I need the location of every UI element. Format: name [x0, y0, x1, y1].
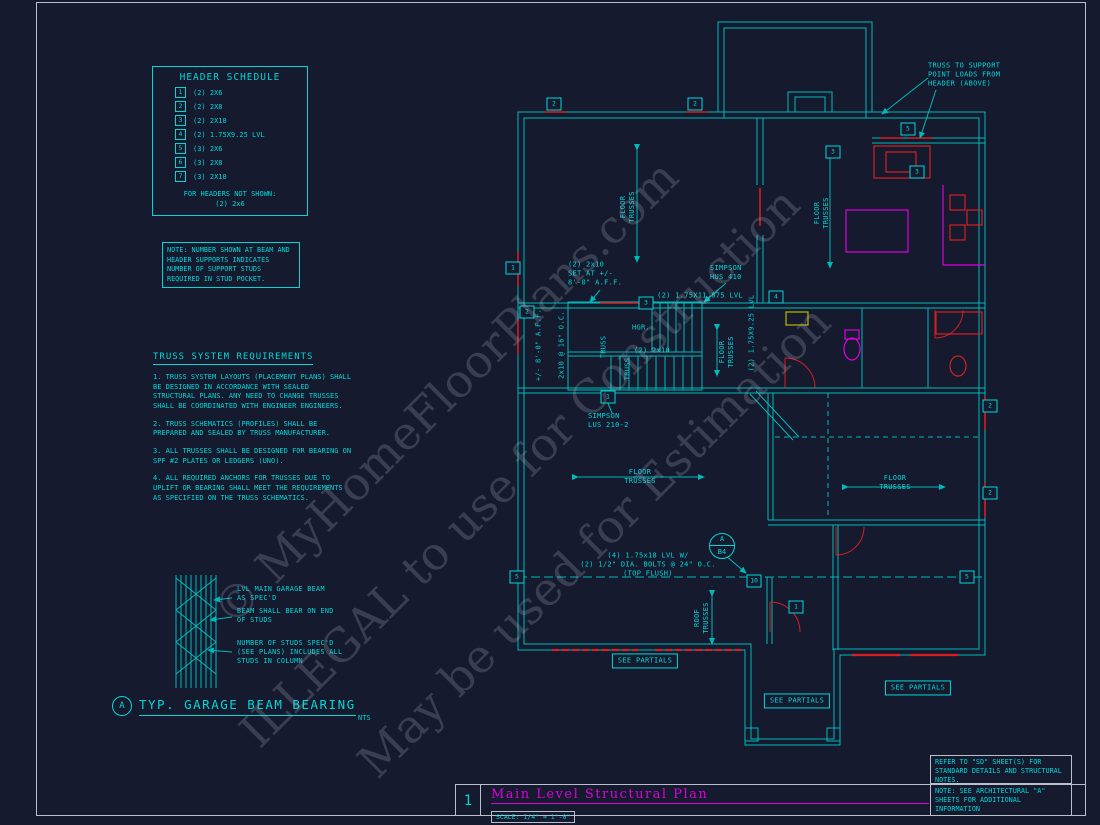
- header-schedule: HEADER SCHEDULE 1 (2) 2X6 2 (2) 2X8 3 (2…: [152, 66, 308, 217]
- stud-count-marker: 10: [746, 574, 762, 588]
- floor-trusses-label: FLOOR TRUSSES: [879, 473, 911, 491]
- note-2x10: (2) 2x10: [633, 346, 671, 355]
- stud-count-marker: 4: [768, 290, 784, 304]
- stud-pocket-note: NOTE: NUMBER SHOWN AT BEAM AND HEADER SU…: [162, 242, 300, 289]
- truss-system-requirements: TRUSS SYSTEM REQUIREMENTS 1. TRUSS SYSTE…: [153, 344, 355, 511]
- garage-beam-note: (4) 1.75x18 LVL W/ (2) 1/2" DIA. BOLTS @…: [580, 551, 716, 578]
- stud-count-marker: 3: [909, 165, 925, 179]
- header-schedule-row: 4 (2) 1.75X9.25 LVL: [175, 129, 301, 140]
- truss-requirement-item: 4. ALL REQUIRED ANCHORS FOR TRUSSES DUE …: [153, 474, 343, 502]
- drawing-number: 1: [455, 785, 481, 816]
- header-schedule-title: HEADER SCHEDULE: [179, 72, 281, 83]
- lvl-925-note: (2) 1.75X9.25 LVL: [747, 294, 756, 372]
- title-block: 1 Main Level Structural Plan SCALE: 1/4"…: [455, 784, 1085, 823]
- callout-sheet: B4: [717, 548, 727, 556]
- stud-count-marker: 1: [505, 261, 521, 275]
- lvl-11875-note: (2) 1.75X11.875 LVL: [657, 291, 743, 300]
- header-number: 4: [175, 129, 186, 140]
- truss-note: TRUSS: [623, 357, 632, 381]
- architectural-note: NOTE: SEE ARCHITECTURAL "A" SHEETS FOR A…: [930, 784, 1072, 816]
- roof-trusses-label: ROOF TRUSSES: [692, 602, 710, 634]
- drawing-title: Main Level Structural Plan: [491, 787, 929, 804]
- floor-trusses-label: FLOOR TRUSSES: [618, 191, 636, 223]
- truss-requirement-item: 1. TRUSS SYSTEM LAYOUTS (PLACEMENT PLANS…: [153, 373, 352, 410]
- detail-annotation: BEAM SHALL BEAR ON END OF STUDS: [237, 607, 334, 624]
- floor-trusses-label: FLOOR TRUSSES: [717, 336, 735, 368]
- stud-count-marker: 1: [788, 600, 804, 614]
- header-size: (3) 2X10: [193, 172, 227, 181]
- stud-count-marker: 3: [825, 145, 841, 159]
- aff-note: +/- 8'-0" A.F.F.: [534, 308, 543, 382]
- sd-sheets-note: REFER TO "SD" SHEET(S) FOR STANDARD DETA…: [930, 755, 1072, 784]
- detail-annotation: LVL MAIN GARAGE BEAM AS SPEC'D: [237, 585, 325, 602]
- stud-count-marker: 5: [900, 122, 916, 136]
- header-number: 5: [175, 143, 186, 154]
- see-partials-label: SEE PARTIALS: [763, 693, 831, 709]
- header-schedule-footer: FOR HEADERS NOT SHOWN: (2) 2x6: [183, 190, 277, 209]
- stud-count-marker: 3: [638, 296, 654, 310]
- header-schedule-row: 1 (2) 2X6: [175, 87, 301, 98]
- header-size: (2) 2X8: [193, 102, 223, 111]
- detail-bubble: A: [112, 696, 132, 716]
- section-callout: A B4: [709, 533, 735, 559]
- header-schedule-row: 5 (3) 2X6: [175, 143, 301, 154]
- header-number: 2: [175, 101, 186, 112]
- callout-letter: A: [710, 534, 734, 546]
- truss-requirements-title: TRUSS SYSTEM REQUIREMENTS: [153, 352, 314, 365]
- simpson-hus-410-note: SIMPSON HUS 410: [710, 263, 742, 281]
- stud-count-marker: 5: [959, 570, 975, 584]
- point-load-note: TRUSS TO SUPPORT POINT LOADS FROM HEADER…: [928, 61, 1001, 88]
- header-schedule-row: 6 (3) 2X8: [175, 157, 301, 168]
- stud-count-marker: 5: [509, 570, 525, 584]
- truss-note: TRUSS: [599, 335, 608, 359]
- drawing-scale: SCALE: 1/4" = 1'-0": [491, 811, 576, 823]
- stud-count-marker: 1: [600, 390, 616, 404]
- header-schedule-row: 2 (2) 2X8: [175, 101, 301, 112]
- truss-requirement-item: 3. ALL TRUSSES SHALL BE DESIGNED FOR BEA…: [153, 446, 352, 465]
- hgr-note: HGR.: [631, 323, 651, 332]
- see-partials-label: SEE PARTIALS: [884, 680, 952, 696]
- stud-count-marker: 2: [687, 97, 703, 111]
- header-number: 1: [175, 87, 186, 98]
- header-size: (2) 1.75X9.25 LVL: [193, 130, 265, 139]
- simpson-lus-note: SIMPSON LUS 210-2: [588, 411, 629, 429]
- header-2x10-note: (2) 2x10 SET AT +/- 8'-0" A.F.F.: [568, 260, 623, 287]
- header-schedule-row: 3 (2) 2X10: [175, 115, 301, 126]
- detail-annotation: NUMBER OF STUDS SPEC'D (SEE PLANS) INCLU…: [237, 638, 343, 665]
- stud-count-marker: 2: [519, 305, 535, 319]
- see-partials-label: SEE PARTIALS: [611, 653, 679, 669]
- stud-count-marker: 2: [982, 399, 998, 413]
- truss-requirement-item: 2. TRUSS SCHEMATICS (PROFILES) SHALL BE …: [153, 419, 331, 438]
- garage-detail-title: A TYP. GARAGE BEAM BEARING: [112, 696, 356, 716]
- header-number: 3: [175, 115, 186, 126]
- title-block-main: Main Level Structural Plan SCALE: 1/4" =…: [481, 785, 929, 823]
- stud-count-marker: 2: [982, 486, 998, 500]
- header-number: 7: [175, 171, 186, 182]
- floor-trusses-label: FLOOR TRUSSES: [624, 467, 656, 485]
- detail-scale: NTS: [358, 714, 371, 722]
- header-size: (2) 2X6: [193, 88, 223, 97]
- header-schedule-row: 7 (3) 2X10: [175, 171, 301, 182]
- header-size: (3) 2X8: [193, 158, 223, 167]
- detail-title-text: TYP. GARAGE BEAM BEARING: [139, 697, 356, 716]
- header-number: 6: [175, 157, 186, 168]
- oc-note: 2x10 @ 16" O.C.: [557, 311, 566, 379]
- stud-count-marker: 2: [546, 97, 562, 111]
- floor-trusses-label: FLOOR TRUSSES: [812, 197, 830, 229]
- header-size: (3) 2X6: [193, 144, 223, 153]
- header-size: (2) 2X10: [193, 116, 227, 125]
